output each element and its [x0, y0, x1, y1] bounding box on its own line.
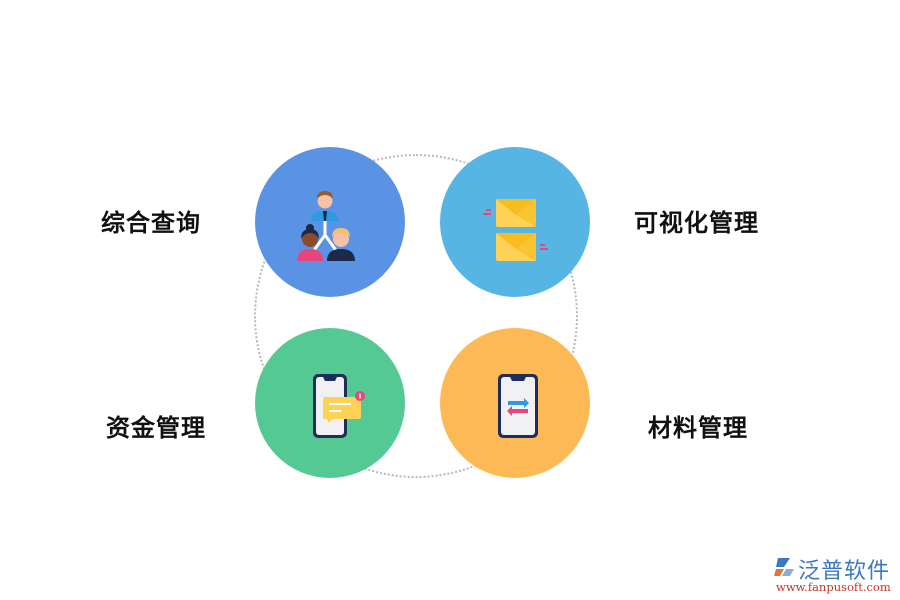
node-funds — [255, 328, 405, 478]
label-query: 综合查询 — [101, 209, 201, 237]
label-visual: 可视化管理 — [634, 209, 759, 237]
node-query — [255, 147, 405, 297]
label-funds: 资金管理 — [106, 414, 206, 442]
phone-message-icon — [285, 358, 375, 448]
node-visual — [440, 147, 590, 297]
node-materials — [440, 328, 590, 478]
label-materials: 材料管理 — [648, 414, 748, 442]
phone-transfer-icon — [470, 358, 560, 448]
brand-mark-icon — [772, 556, 796, 582]
dotted-connector-ring — [254, 154, 578, 478]
brand-logo: 泛普软件 www.fanpusoft.com — [768, 553, 898, 597]
team-hierarchy-icon — [285, 177, 375, 267]
brand-name: 泛普软件 — [798, 559, 891, 584]
brand-url: www.fanpusoft.com — [776, 580, 891, 594]
envelopes-icon — [470, 177, 560, 267]
